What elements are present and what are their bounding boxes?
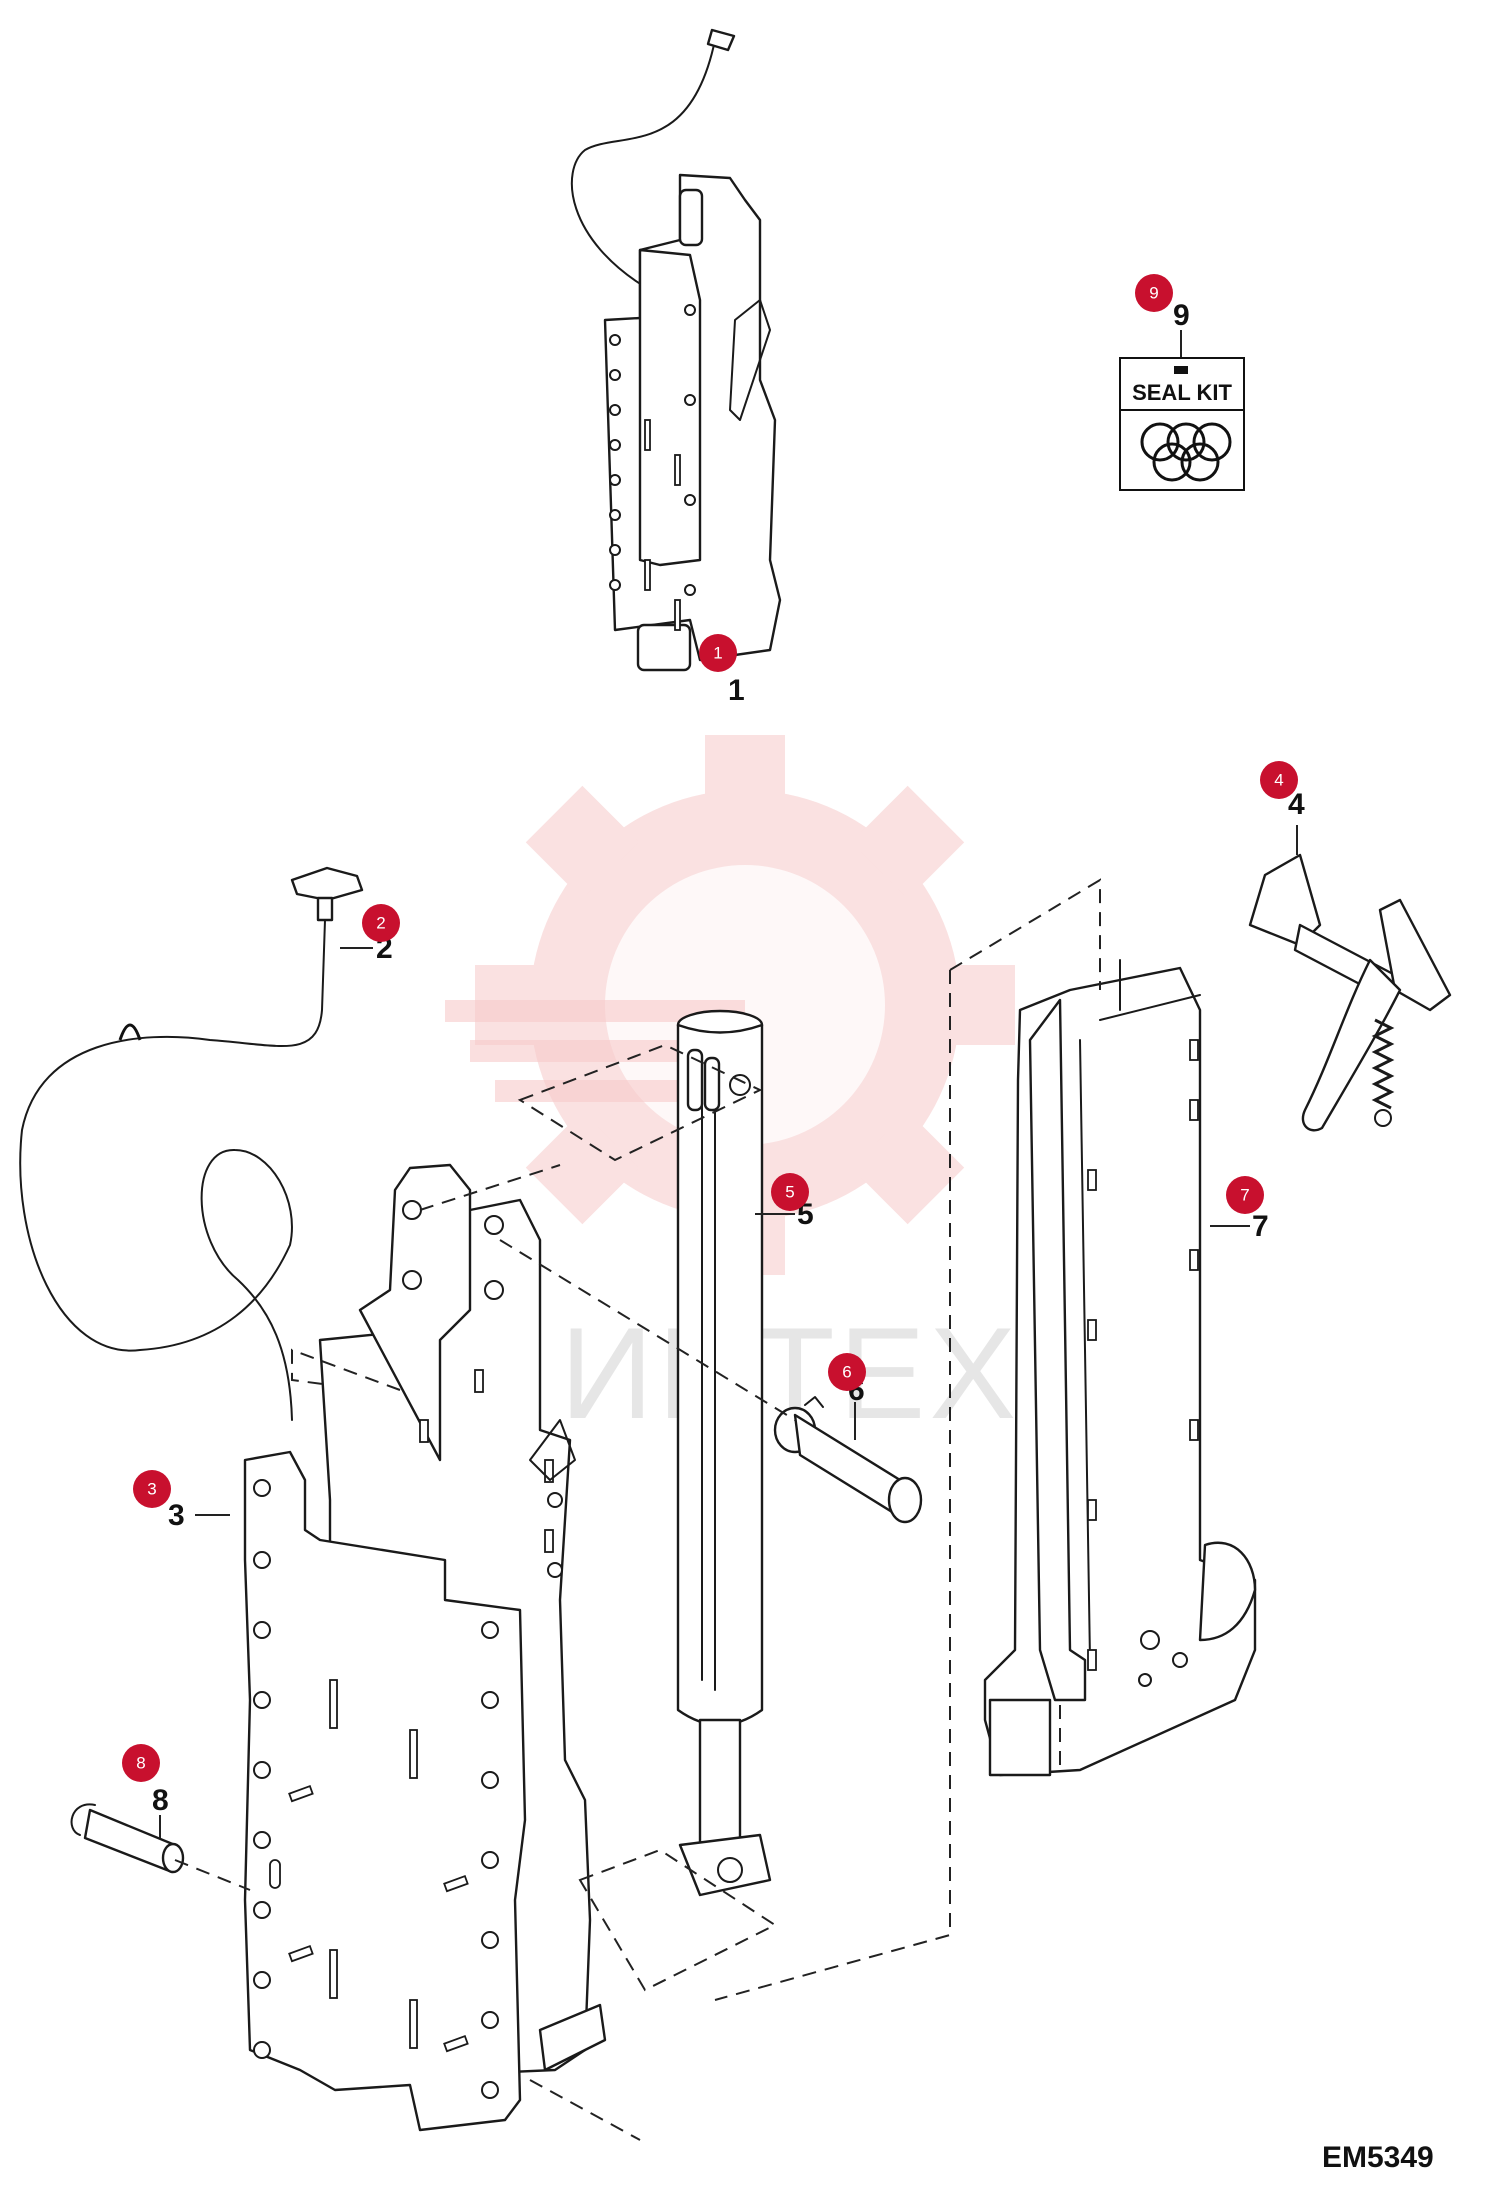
callout-badges: 1 2 3 4 5 6 7 8 9: [122, 274, 1298, 1782]
assembly-guide-lines: [174, 878, 1101, 2141]
seal-kit-label: SEAL KIT: [1132, 380, 1232, 405]
svg-text:1: 1: [713, 644, 722, 663]
callout-4: 4: [1288, 788, 1305, 821]
badge-7[interactable]: 7: [1226, 1176, 1264, 1214]
seal-rings-icon: [1140, 422, 1232, 482]
callout-1: 1: [728, 674, 745, 707]
callout-8: 8: [152, 1784, 169, 1817]
svg-text:6: 6: [842, 1363, 851, 1382]
svg-text:3: 3: [147, 1480, 156, 1499]
callout-3: 3: [168, 1499, 185, 1532]
callout-9: 9: [1173, 299, 1190, 332]
svg-text:2: 2: [376, 914, 385, 933]
svg-text:9: 9: [1149, 284, 1158, 303]
callout-numbers: 1 2 3 4 5 6 7 8 9: [152, 299, 1305, 1817]
svg-text:5: 5: [785, 1183, 794, 1202]
watermark-logo: [445, 735, 1015, 1275]
part-2-cable-handle: [19, 866, 373, 1421]
svg-text:7: 7: [1240, 1186, 1249, 1205]
badge-3[interactable]: 3: [133, 1470, 171, 1508]
svg-text:8: 8: [136, 1754, 145, 1773]
svg-text:4: 4: [1274, 771, 1283, 790]
part-4-latch-spring: [1248, 825, 1452, 1132]
part-3-main-frame: [195, 1163, 607, 2132]
callout-7: 7: [1252, 1210, 1269, 1243]
badge-8[interactable]: 8: [122, 1744, 160, 1782]
part-9-seal-kit: SEAL KIT: [1119, 330, 1245, 491]
part-8-pin-clip: [70, 1803, 185, 1874]
part-1-assembly: [570, 28, 782, 672]
badge-2[interactable]: 2: [362, 904, 400, 942]
badge-9[interactable]: 9: [1135, 274, 1173, 312]
drawing-code: EM5349: [1322, 2141, 1434, 2174]
badge-6[interactable]: 6: [828, 1353, 866, 1391]
part-6-pin: [773, 1396, 923, 1524]
badge-1[interactable]: 1: [699, 634, 737, 672]
badge-5[interactable]: 5: [771, 1173, 809, 1211]
part-7-outer-frame: [983, 959, 1257, 1777]
badge-4[interactable]: 4: [1260, 761, 1298, 799]
